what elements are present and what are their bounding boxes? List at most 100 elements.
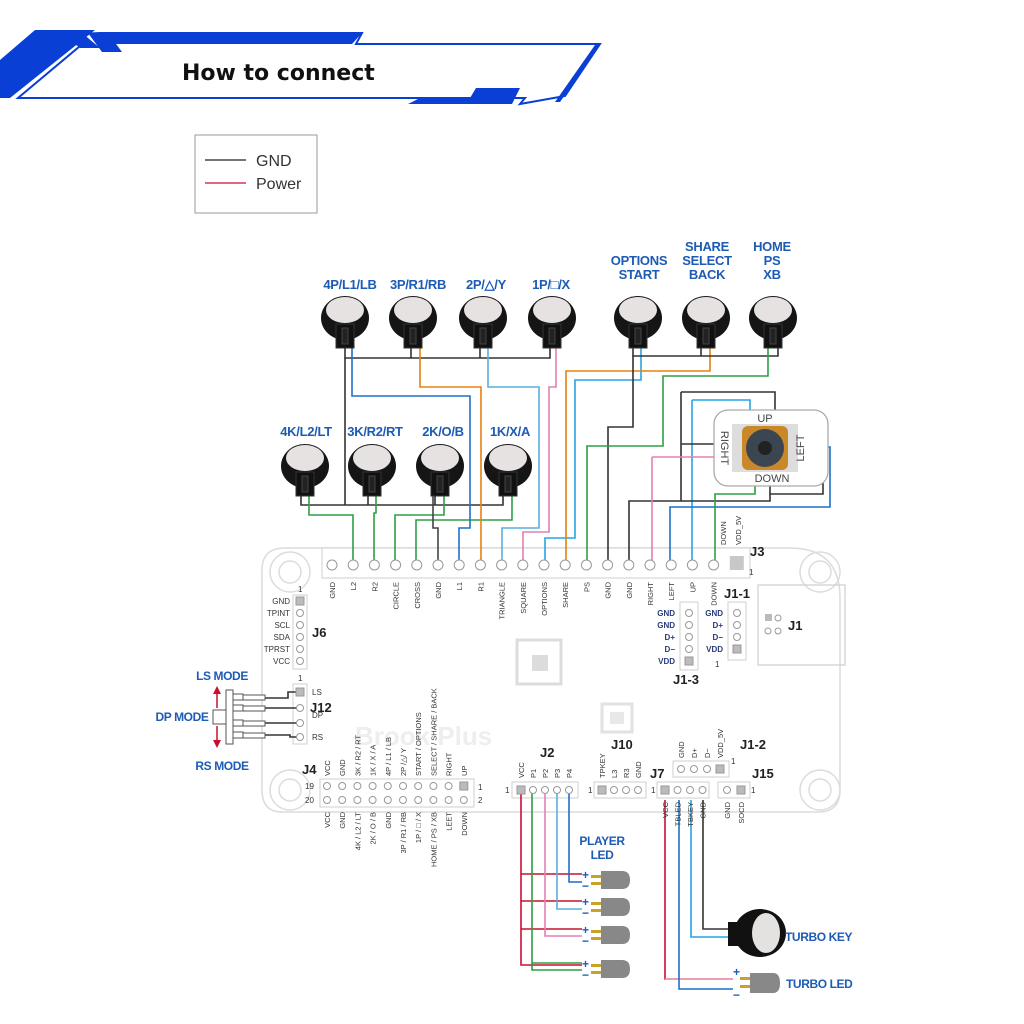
j4-bottom-label: GND bbox=[338, 811, 347, 828]
arcade-button-bottom-1[interactable] bbox=[281, 444, 329, 497]
j12-pin-label: RS bbox=[312, 733, 323, 742]
j4-bottom-label: 1P / □ / X bbox=[414, 812, 423, 843]
button-label-3k: 3K/R2/RT bbox=[347, 424, 403, 439]
j1-1-pin-label: D+ bbox=[713, 621, 724, 630]
j3-pin bbox=[474, 559, 486, 571]
player-leds: PLAYER LED +−+−+−+− bbox=[579, 834, 630, 982]
j7-pin-label: TBLED bbox=[674, 801, 683, 826]
j4-top-label: 1K / X / A bbox=[369, 745, 378, 776]
j12-pin-label: LS bbox=[312, 688, 322, 697]
arcade-button-system-3[interactable] bbox=[749, 296, 797, 349]
j7-pin-label: GND bbox=[699, 801, 708, 818]
connector-J1-2-pin1: 1 bbox=[731, 757, 736, 766]
j4-pin bbox=[323, 796, 331, 804]
joystick-label-up: UP bbox=[757, 413, 772, 425]
arcade-button-bottom-3[interactable] bbox=[416, 444, 464, 497]
j1-2-pin bbox=[677, 765, 685, 773]
j1-3-pin-1 bbox=[684, 656, 694, 666]
arcade-button-system-1[interactable] bbox=[614, 296, 662, 349]
wire-R2 bbox=[373, 490, 377, 565]
j4-top-label: 2P /△/ Y bbox=[399, 748, 408, 776]
j4-top-label: UP bbox=[460, 766, 469, 776]
connector-J7: J7 1 bbox=[650, 766, 710, 799]
connector-J4-label: J4 bbox=[302, 762, 317, 777]
j3-pin-label: LEFT bbox=[667, 582, 676, 601]
connector-J15-label: J15 bbox=[752, 766, 774, 781]
j3-pin-label: L1 bbox=[455, 582, 464, 590]
connector-J1-1-label: J1-1 bbox=[724, 586, 750, 601]
led-minus-sign: − bbox=[582, 906, 589, 920]
wire-joy-gnd-top bbox=[681, 391, 776, 410]
button-label-options-l1: OPTIONS bbox=[611, 253, 668, 268]
j4-pin bbox=[399, 796, 407, 804]
j3-pin-label: GND bbox=[434, 581, 443, 598]
led-minus-sign: − bbox=[582, 934, 589, 948]
connector-J4-pin1: 1 bbox=[478, 783, 483, 792]
arcade-button-top-3[interactable] bbox=[459, 296, 507, 349]
small-chip bbox=[600, 702, 634, 734]
j6-pin-label: SDA bbox=[274, 633, 291, 642]
connector-J4-row20: 20 bbox=[305, 796, 314, 805]
arcade-button-top-4[interactable] bbox=[528, 296, 576, 349]
wire-square bbox=[522, 340, 557, 565]
arcade-button-system-2[interactable] bbox=[682, 296, 730, 349]
j1-2-pin-label: D− bbox=[703, 748, 712, 758]
mcu-chip bbox=[515, 638, 563, 686]
j3-pin-label: UP bbox=[688, 582, 697, 592]
j12-pin-1 bbox=[295, 687, 305, 697]
j3-pin bbox=[602, 559, 614, 571]
button-label-3p: 3P/R1/RB bbox=[390, 277, 446, 292]
j1-2-pin bbox=[690, 765, 698, 773]
wire-down bbox=[714, 485, 756, 565]
turbo-led-plus: + bbox=[733, 965, 740, 979]
connector-J15-pin1: 1 bbox=[751, 786, 756, 795]
j15-pin-label: SOCD bbox=[737, 801, 746, 823]
j2-pin bbox=[541, 786, 549, 794]
j3-pin-label: TRIANGLE bbox=[498, 582, 507, 620]
j7-pin bbox=[698, 786, 707, 794]
turbo-key-label: TURBO KEY bbox=[785, 930, 852, 944]
j3-pin-1 bbox=[729, 556, 744, 570]
banner-edge bbox=[555, 45, 600, 102]
arcade-button-top-2[interactable] bbox=[389, 296, 437, 349]
j1-3-pin-label: GND bbox=[657, 609, 675, 618]
arcade-button-bottom-4[interactable] bbox=[484, 444, 532, 497]
wire-left bbox=[669, 446, 831, 565]
arcade-button-bottom-2[interactable] bbox=[348, 444, 396, 497]
j6-pin bbox=[296, 633, 304, 641]
header-banner: How to connect bbox=[0, 30, 602, 106]
j4-bottom-label: DOWN bbox=[460, 812, 469, 836]
button-label-share-l3: BACK bbox=[689, 267, 726, 282]
dp-mode-label: DP MODE bbox=[156, 710, 209, 724]
wire-R1 bbox=[419, 340, 482, 565]
wire-led-p4 bbox=[568, 790, 582, 883]
j6-pin-label: TPINT bbox=[267, 609, 290, 618]
j1-3-pin-label: VDD bbox=[658, 657, 675, 666]
j10-pin-label: TPKEY bbox=[598, 753, 607, 778]
wire-turbo-gnd bbox=[702, 800, 730, 930]
arcade-button-top-1[interactable] bbox=[321, 296, 369, 349]
j4-pin bbox=[353, 796, 362, 804]
player-led-3: +− bbox=[582, 923, 630, 948]
j6-pin-1 bbox=[295, 596, 305, 606]
connector-J3-pin1: 1 bbox=[749, 568, 754, 577]
j7-pin-label: VCC bbox=[661, 801, 670, 817]
j3-pin-label: OPTIONS bbox=[540, 582, 549, 616]
j1-1-pin-label: GND bbox=[705, 609, 723, 618]
switch-slider[interactable] bbox=[212, 709, 227, 725]
j10-pin-label: L3 bbox=[610, 770, 619, 778]
j10-pin bbox=[622, 786, 630, 794]
j15-pin-1 bbox=[736, 785, 746, 795]
connector-J12-label: J12 bbox=[310, 700, 332, 715]
j4-pin bbox=[444, 782, 453, 790]
connector-J2-label: J2 bbox=[540, 745, 554, 760]
wire-gnd-bottom-buttons bbox=[300, 490, 504, 506]
j1-1-pin-1 bbox=[732, 644, 742, 654]
led-plus-sign: + bbox=[582, 895, 589, 909]
j3-top-label-vdd: VDD_5V bbox=[734, 516, 743, 545]
j3-pin bbox=[708, 559, 720, 571]
j2-pin bbox=[553, 786, 561, 794]
j3-pin bbox=[432, 559, 444, 571]
wire-turbo-led bbox=[678, 800, 733, 990]
